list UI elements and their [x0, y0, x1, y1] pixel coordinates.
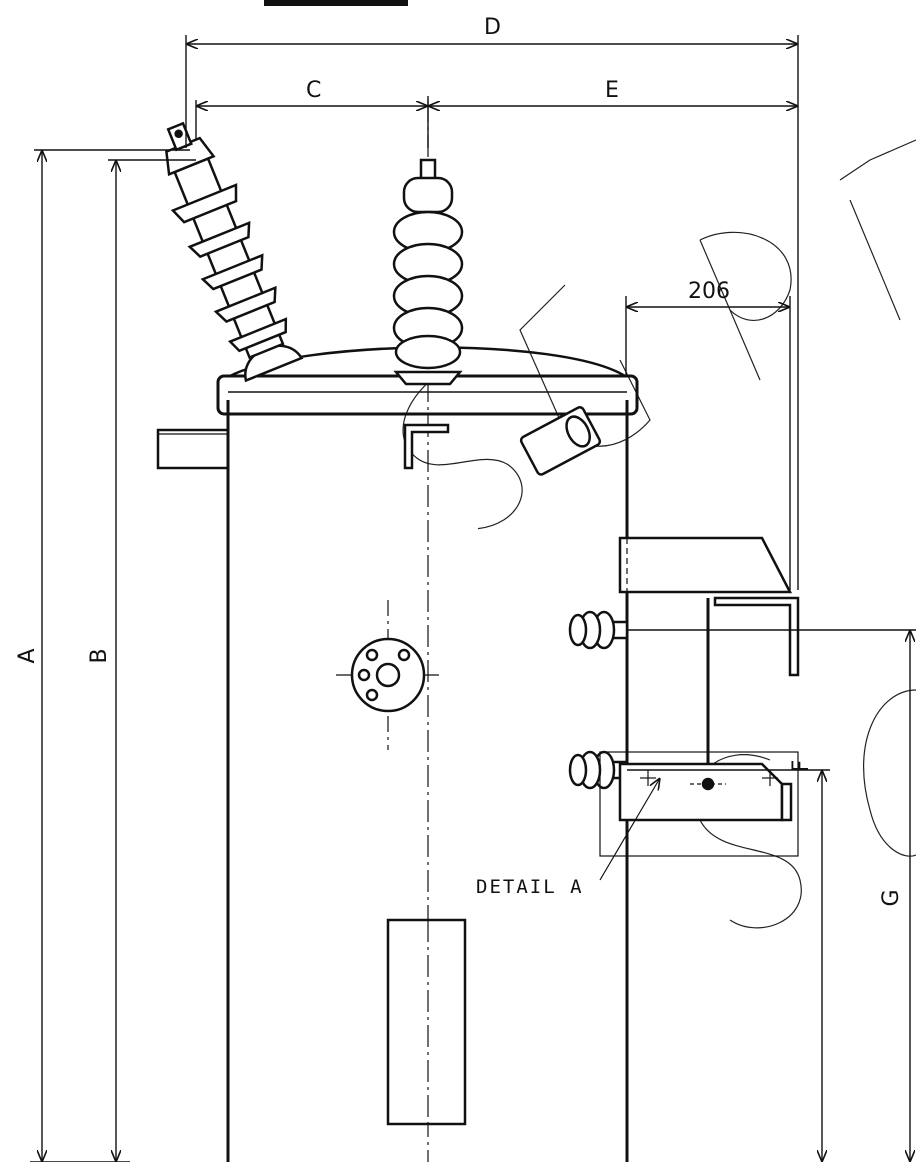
lv-bushing-lower: [568, 750, 629, 790]
nameplate-panel: [386, 918, 467, 1126]
title-block-bar: [264, 0, 408, 6]
hanger-bracket-lower: [618, 762, 793, 822]
dim-g-label: G: [879, 889, 904, 906]
dim-c-label: C: [306, 78, 321, 103]
ground-lug: [519, 406, 602, 476]
watermark-letter-p: [699, 231, 792, 381]
dimension-lines: [30, 35, 916, 1162]
watermark-letter-e: [839, 139, 916, 321]
lv-bushing-upper: [568, 610, 629, 650]
hanger-bracket-upper: [618, 536, 800, 677]
dim-206-label: 206: [688, 279, 730, 304]
detail-a-label: DETAIL A: [476, 876, 584, 898]
dim-e-label: E: [605, 78, 619, 103]
dim-f-label: F: [789, 760, 814, 773]
drain-valve-fitting: [336, 600, 442, 750]
dim-b-label: B: [87, 648, 112, 663]
detail-a-frame: [599, 751, 799, 857]
hv-bushing-tilted: [165, 121, 304, 383]
cover-bracket: [403, 423, 450, 470]
detail-a-leader: [599, 778, 660, 881]
dim-a-label: A: [15, 648, 40, 663]
lifting-lug-left: [156, 428, 230, 470]
hv-bushing-center: [392, 158, 464, 386]
watermark-letter-o: [863, 689, 916, 857]
dim-d-label: D: [484, 15, 501, 40]
